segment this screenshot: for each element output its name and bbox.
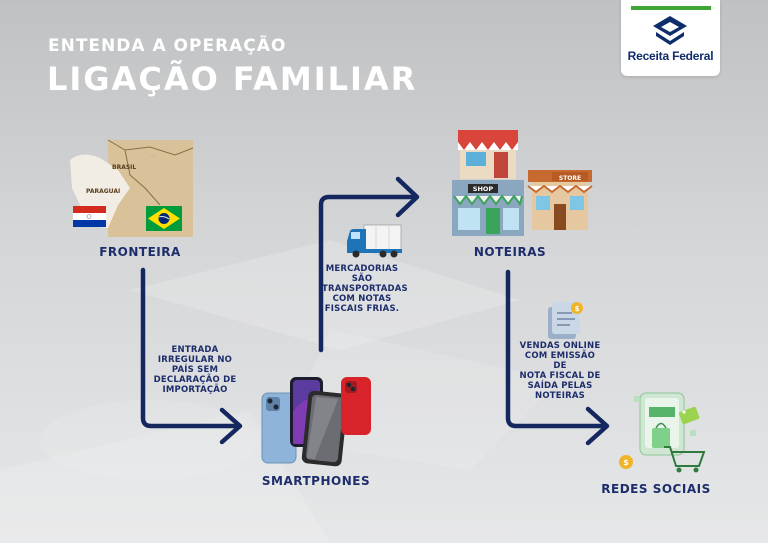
- shop-sign: SHOP: [473, 185, 494, 193]
- node-label-smartphones: SMARTPHONES: [261, 474, 371, 488]
- node-label-fronteira: FRONTEIRA: [99, 245, 181, 259]
- map-label-paraguai: PARAGUAI: [86, 188, 120, 195]
- shop-building-icon: SHOP: [452, 130, 524, 236]
- note-mercadorias: MERCADORIAS SÃO TRANSPORTADAS COM NOTAS …: [322, 264, 408, 314]
- arrowhead-noteiras: [395, 176, 420, 218]
- node-label-redes-sociais: REDES SOCIAIS: [601, 482, 711, 496]
- blue-phone-icon: [261, 392, 297, 464]
- receita-federal-logo: Receita Federal: [621, 0, 720, 76]
- logo-accent-bar: [631, 6, 711, 10]
- tag-icon: [679, 406, 700, 425]
- svg-text:$: $: [623, 458, 629, 467]
- subtitle: ENTENDA A OPERAÇÃO: [48, 36, 287, 56]
- arrow-smartphones-noteiras: [318, 194, 418, 353]
- svg-text:$: $: [575, 305, 580, 313]
- map-label-brasil: BRASIL: [112, 164, 136, 171]
- shopping-bag-icon: [652, 422, 670, 448]
- coin-icon: $: [619, 455, 633, 469]
- logo-text: Receita Federal: [627, 49, 714, 63]
- arrow-noteiras-redes: [505, 269, 608, 429]
- note-entrada: ENTRADA IRREGULAR NO PAÍS SEM DECLARAÇÃO…: [153, 345, 237, 395]
- store-building-icon: STORE: [527, 170, 593, 230]
- store-sign: STORE: [559, 175, 581, 182]
- red-phone-icon: [341, 377, 371, 435]
- arrow-fronteira-smartphones: [140, 267, 241, 429]
- logo-emblem-icon: [653, 16, 687, 45]
- black-phone-icon: [301, 390, 349, 467]
- node-label-noteiras: NOTEIRAS: [473, 245, 547, 259]
- paraguay-flag-icon: [73, 206, 106, 227]
- brazil-flag-icon: [146, 206, 182, 231]
- svg-text:· · ·: · · ·: [150, 155, 156, 159]
- note-vendas: VENDAS ONLINE COM EMISSÃO DE NOTA FISCAL…: [519, 341, 601, 401]
- shopping-cart-icon: [664, 446, 706, 473]
- arrowhead-smartphones: [219, 407, 243, 445]
- page-title: LIGAÇÃO FAMILIAR: [47, 60, 418, 98]
- arrowhead-redes: [585, 406, 610, 446]
